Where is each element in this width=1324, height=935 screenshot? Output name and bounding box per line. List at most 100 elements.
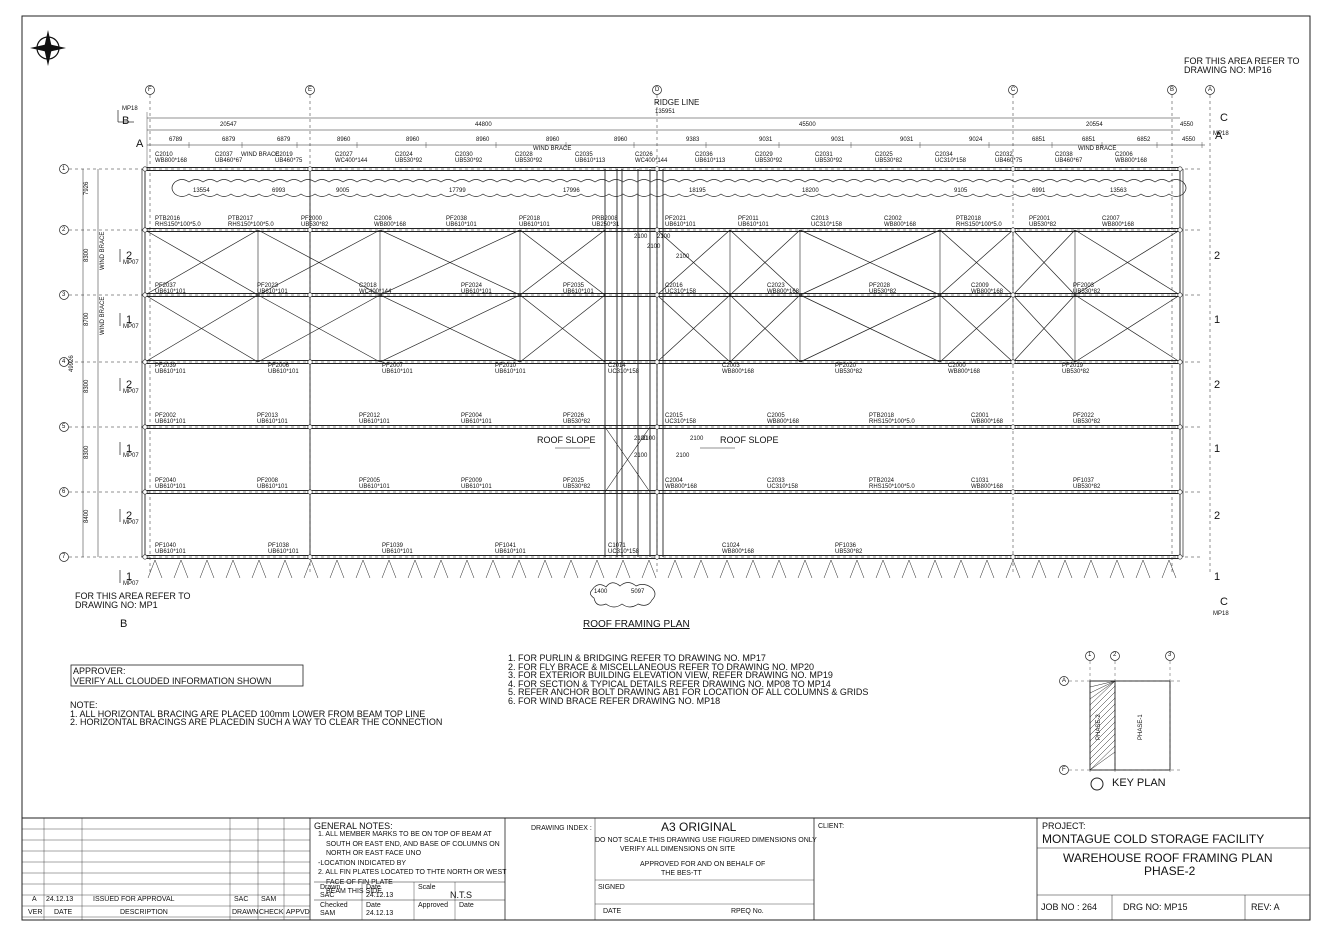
member-mark: C2033 — [767, 478, 785, 484]
wind-brace-label: WIND BRACE — [100, 296, 106, 335]
support-leg — [154, 559, 163, 579]
revision-head: VER — [28, 909, 43, 916]
revision-cloud — [171, 179, 1187, 197]
key-plan-phase1: PHASE-1 — [1138, 714, 1144, 740]
grid-col-label: D — [655, 86, 660, 93]
grid-bubble-row-5 — [59, 422, 69, 432]
member-size: WC400*144 — [359, 289, 392, 295]
dimension-top-sub: 9031 — [759, 137, 773, 143]
project-phase: PHASE-2 — [1144, 864, 1196, 878]
member-size: UB530*82 — [563, 484, 591, 490]
wind-brace-label: WIND BRACE — [241, 152, 280, 158]
member-size: RHS150*100*5.0 — [956, 222, 1002, 228]
member-size: UB530*82 — [835, 549, 863, 555]
revision-ver: A — [32, 896, 37, 903]
member-mark: PF1041 — [495, 543, 517, 549]
signoff-label: Date — [366, 884, 381, 891]
member-mark: PF2039 — [155, 363, 177, 369]
member-size: UB610*101 — [461, 484, 492, 490]
dimension-left: 8700 — [84, 312, 90, 326]
brace-diagonal — [379, 229, 521, 296]
node — [654, 489, 660, 495]
scale-note: DO NOT SCALE THIS DRAWING USE FIGURED DI… — [595, 837, 817, 844]
support-leg — [674, 559, 683, 579]
key-plan-north-icon — [1090, 777, 1104, 791]
member-mark: PF2011 — [738, 216, 759, 222]
member-size: UB610*101 — [257, 484, 288, 490]
member-mark: PF1040 — [155, 543, 177, 549]
member-size: RHS150*100*5.0 — [869, 419, 915, 425]
member-mark: PTB2024 — [869, 478, 895, 484]
member-size: UC310*158 — [608, 369, 640, 375]
brace-diagonal — [257, 294, 381, 363]
support-leg — [615, 559, 624, 579]
node — [1010, 424, 1016, 430]
approved-note: APPROVED FOR AND ON BEHALF OF — [640, 861, 766, 868]
member-mark: C2003 — [722, 363, 740, 369]
support-leg — [849, 559, 858, 579]
dimension-top-sub: 8960 — [337, 137, 351, 143]
key-plan-hatch — [1089, 727, 1116, 754]
dimension-top-sub: 6851 — [1032, 137, 1046, 143]
support-leg — [251, 559, 260, 579]
member-size: UB610*101 — [519, 222, 550, 228]
cloud-dimension: 13554 — [193, 188, 210, 194]
key-plan-row: A — [1062, 677, 1067, 684]
member-mark: C2034 — [935, 152, 953, 158]
support-leg — [1012, 559, 1021, 579]
support-leg — [719, 559, 728, 579]
key-plan-hatch — [1089, 685, 1116, 712]
member-size: UC310*158 — [608, 549, 640, 555]
cloud-dimension: 17996 — [563, 188, 580, 194]
key-plan-bubble — [1085, 651, 1095, 661]
support-leg — [648, 559, 657, 579]
support-leg — [752, 559, 761, 579]
dimension-top: 45500 — [799, 122, 816, 128]
signoff-label: Date — [366, 902, 381, 909]
support-leg — [934, 559, 943, 579]
key-plan-row: F — [1062, 766, 1066, 773]
signoff-label: Checked — [320, 902, 348, 909]
signoff-label: Approved — [418, 902, 448, 909]
key-plan-col: 2 — [1113, 652, 1117, 658]
support-leg — [1057, 559, 1066, 579]
support-leg — [927, 559, 936, 579]
key-plan-hatch — [1089, 680, 1116, 694]
support-leg — [258, 559, 267, 579]
revision-head: APPVD — [286, 909, 310, 916]
key-plan-bubble — [1059, 676, 1069, 686]
member-size: UB610*101 — [738, 222, 769, 228]
general-notes-title: GENERAL NOTES: — [314, 821, 393, 831]
member-mark: C2032 — [995, 152, 1013, 158]
node — [307, 489, 313, 495]
support-leg — [693, 559, 702, 579]
support-leg — [485, 559, 494, 579]
member-size: UB610*101 — [257, 289, 288, 295]
support-leg — [180, 559, 189, 579]
key-plan-col: 1 — [1088, 652, 1092, 658]
grid-bubble-row-2 — [59, 225, 69, 235]
revision-description: ISSUED FOR APPROVAL — [93, 896, 175, 903]
support-leg — [459, 559, 468, 579]
brace-diagonal — [144, 229, 259, 296]
area-reference: FOR THIS AREA REFER TO — [1184, 56, 1300, 66]
member-mark: C2023 — [767, 283, 785, 289]
node — [654, 227, 660, 233]
support-leg — [700, 559, 709, 579]
member-mark: C2007 — [1102, 216, 1120, 222]
brace-diagonal — [519, 294, 606, 363]
node — [1177, 424, 1183, 430]
key-plan-hatch — [1089, 739, 1116, 766]
member-mark: C2026 — [635, 152, 653, 158]
brace-diagonal — [1012, 294, 1076, 363]
member-size: UB530*82 — [875, 158, 903, 164]
member-mark: PF2008 — [257, 478, 279, 484]
support-leg — [830, 559, 839, 579]
grid-bubble-row-7 — [59, 552, 69, 562]
node — [307, 554, 313, 560]
job-number: JOB NO : 264 — [1041, 902, 1098, 912]
support-leg — [797, 559, 806, 579]
member-size: UB530*82 — [1029, 222, 1057, 228]
member-size: UB610*101 — [155, 419, 186, 425]
member-mark: C2027 — [335, 152, 353, 158]
